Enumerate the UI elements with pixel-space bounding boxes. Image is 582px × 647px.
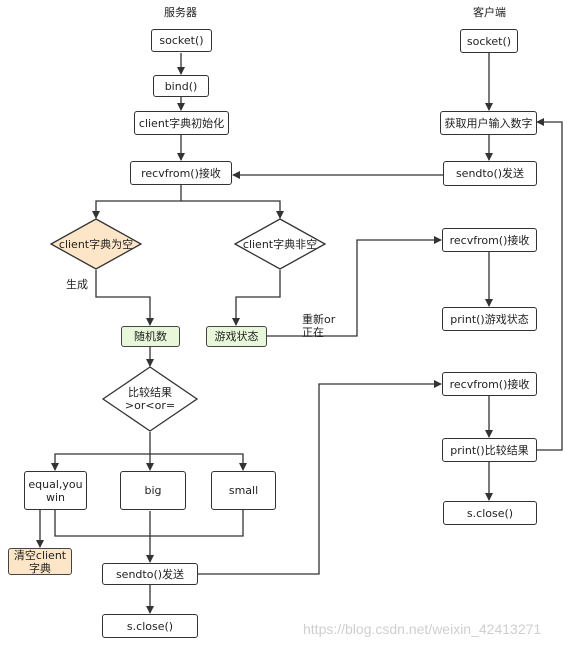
- server-sendto-box: sendto()发送: [102, 563, 198, 585]
- server-random-box: 随机数: [121, 326, 180, 347]
- server-bind-box: bind(): [153, 75, 209, 97]
- restart-label: 重新or 正在: [302, 313, 336, 339]
- client-sendto-box: sendto()发送: [443, 161, 537, 186]
- client-recvfrom-box-2: recvfrom()接收: [442, 372, 537, 396]
- client-socket-box: socket(): [460, 29, 518, 53]
- diamond-client-empty-shape: [49, 218, 143, 270]
- client-header: 客户端: [473, 6, 506, 19]
- client-close-box: s.close(): [443, 501, 537, 525]
- server-equal-box: equal,you win: [24, 471, 87, 510]
- server-socket-box: socket(): [151, 29, 212, 52]
- client-input-box: 获取用户输入数字: [440, 111, 537, 135]
- server-small-box: small: [211, 471, 276, 510]
- server-recvfrom-box: recvfrom()接收: [130, 161, 232, 185]
- client-print-result-box: print()比较结果: [442, 438, 537, 462]
- server-clear-box: 清空client 字典: [8, 548, 72, 575]
- client-recvfrom-box-1: recvfrom()接收: [442, 228, 537, 252]
- server-init-box: client字典初始化: [134, 111, 229, 135]
- diamond-compare: 比较结果 >or<or=: [124, 386, 176, 412]
- diamond-compare-shape: [101, 366, 199, 432]
- server-big-box: big: [120, 471, 186, 510]
- client-print-state-box: print()游戏状态: [442, 307, 537, 331]
- diamond-client-empty: client字典为空: [58, 237, 134, 251]
- diamond-client-notempty: client字典非空: [242, 237, 318, 251]
- watermark: https://blog.csdn.net/weixin_42413271: [303, 621, 542, 637]
- diamond-client-notempty-shape: [233, 218, 327, 270]
- server-close-box: s.close(): [102, 614, 198, 638]
- server-state-box: 游戏状态: [206, 326, 267, 347]
- server-header: 服务器: [164, 6, 197, 19]
- generate-label: 生成: [66, 278, 88, 291]
